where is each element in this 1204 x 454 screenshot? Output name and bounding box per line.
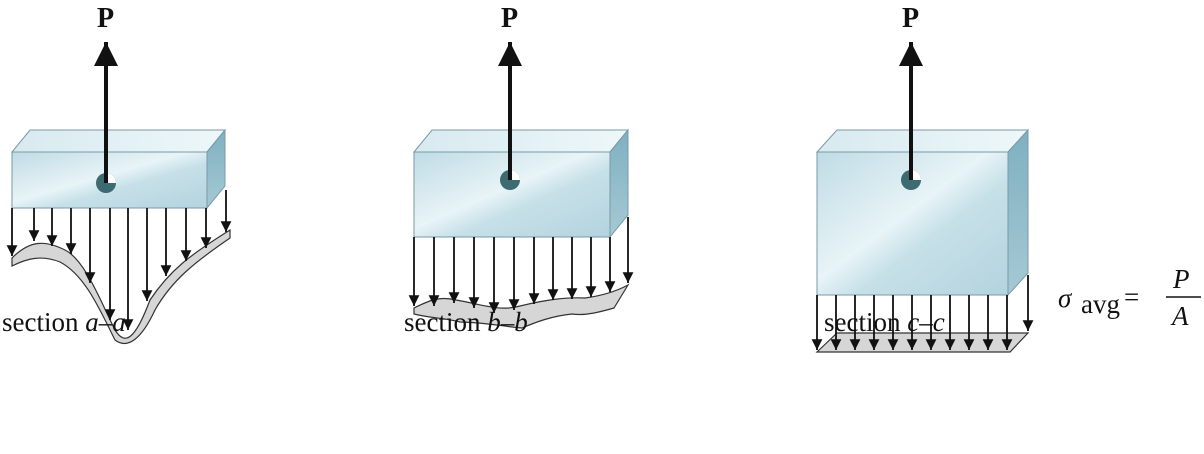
section-label-b: section b–b — [404, 307, 528, 337]
formula-denominator: A — [1170, 301, 1189, 331]
block-b — [412, 128, 630, 239]
section-label-a: section a–a — [2, 307, 126, 337]
section-c-group: P section c–c — [811, 3, 1034, 353]
average-stress-formula: σ avg = P A — [1058, 264, 1201, 331]
block-c — [815, 128, 1030, 297]
stress-arrows-b — [408, 217, 634, 313]
force-label-c: P — [902, 3, 919, 34]
section-a-group: P section a–a — [2, 3, 232, 345]
stress-arrows-a — [6, 190, 232, 330]
formula-subscript: avg — [1081, 289, 1120, 319]
block-c-side-face — [1007, 128, 1029, 297]
block-a-side-face — [206, 128, 226, 210]
block-c-top-face — [815, 129, 1030, 153]
block-a-top-face — [10, 129, 227, 153]
formula-equals: = — [1124, 282, 1139, 312]
force-label-b: P — [501, 3, 518, 34]
section-b-group: P section b–b — [404, 3, 634, 337]
block-b-top-face — [412, 129, 630, 153]
block-a — [10, 128, 227, 210]
section-label-c: section c–c — [824, 307, 945, 337]
formula-numerator: P — [1172, 264, 1190, 294]
force-label-a: P — [97, 3, 114, 34]
block-b-side-face — [609, 128, 629, 239]
stress-arrows-c — [811, 275, 1034, 350]
formula-sigma: σ — [1058, 283, 1073, 313]
